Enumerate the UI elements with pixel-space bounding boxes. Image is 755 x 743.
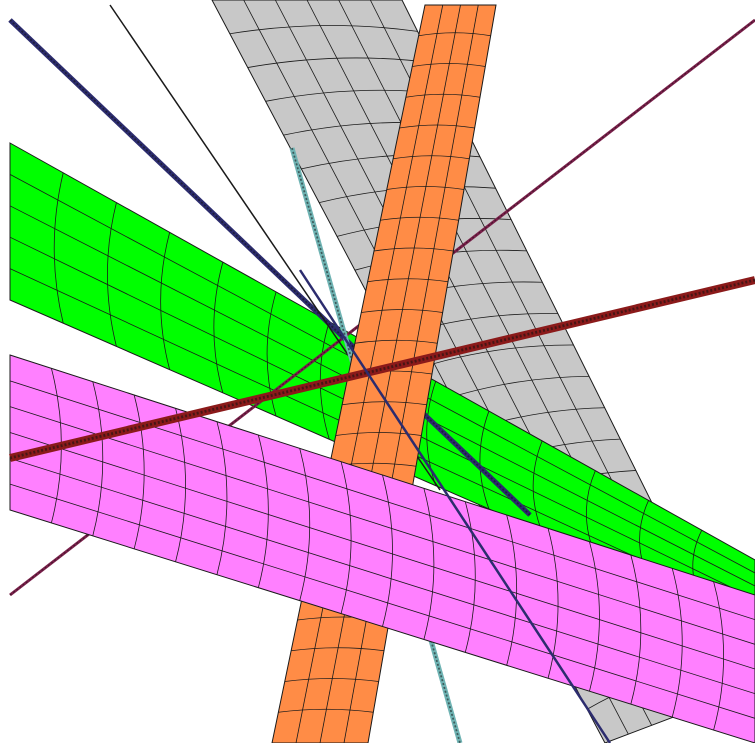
mesh-ring-line <box>382 474 393 627</box>
mesh-ring-line <box>464 501 476 653</box>
mesh-strip-line <box>9 406 755 645</box>
mesh-ring-line <box>361 309 443 313</box>
mesh-ring-line <box>213 262 224 393</box>
mesh-ring-line <box>547 528 559 679</box>
mesh-ring-line <box>335 432 422 436</box>
mesh-ring-line <box>630 554 642 705</box>
mesh-ring-line <box>278 708 374 713</box>
mesh-ring-line <box>405 93 481 98</box>
mesh-ring-line <box>284 678 379 682</box>
rods-front <box>9 269 755 743</box>
mesh-ring-line <box>216 421 228 575</box>
mesh-ring-line <box>671 568 683 718</box>
mesh-ring-line <box>373 247 454 252</box>
navy-rod <box>298 269 612 743</box>
mesh-ring-line <box>506 514 518 666</box>
mesh-ring-line <box>367 278 449 283</box>
mesh-ring-line <box>291 647 385 652</box>
mesh-ring-line <box>266 291 277 417</box>
mesh-ring-line <box>418 32 491 37</box>
mesh-ring-line <box>342 401 427 406</box>
mesh-ring-line <box>160 232 171 370</box>
mesh-ring-line <box>229 25 418 35</box>
mesh-ring-line <box>299 448 311 601</box>
mesh-ring-line <box>713 581 724 731</box>
mesh-ring-line <box>354 339 438 344</box>
mesh-ring-line <box>426 381 437 486</box>
maroon-rod-thick <box>9 276 755 462</box>
mesh-ring-line <box>175 408 186 562</box>
mesh-ring-line <box>386 186 465 190</box>
mesh-ring-line <box>589 541 600 692</box>
mesh-ring-line <box>412 63 486 67</box>
mesh-strip-line <box>9 457 755 695</box>
navy-rod <box>8 18 532 517</box>
mesh-ring-line <box>532 440 543 533</box>
mesh-ring-line <box>479 410 490 510</box>
mesh-ring-line <box>423 488 435 640</box>
mesh-ring-line <box>393 155 470 160</box>
mesh-ring-line <box>247 57 434 68</box>
mesh-strip-line <box>9 380 755 621</box>
mesh-ring-line <box>399 124 475 129</box>
mesh-ring-line <box>107 202 117 347</box>
mesh-ring-line <box>340 461 352 614</box>
mesh-strip-line <box>319 4 461 743</box>
mesh-ring-line <box>133 394 145 549</box>
mesh-ring-line <box>380 216 459 221</box>
mesh-ring-line <box>92 381 104 536</box>
mesh-ring-line <box>257 434 269 588</box>
mesh-ring-line <box>53 172 64 324</box>
mesh-strip-line <box>9 432 755 670</box>
magenta-cylinder <box>9 354 755 743</box>
mesh-strip-line <box>9 483 755 719</box>
